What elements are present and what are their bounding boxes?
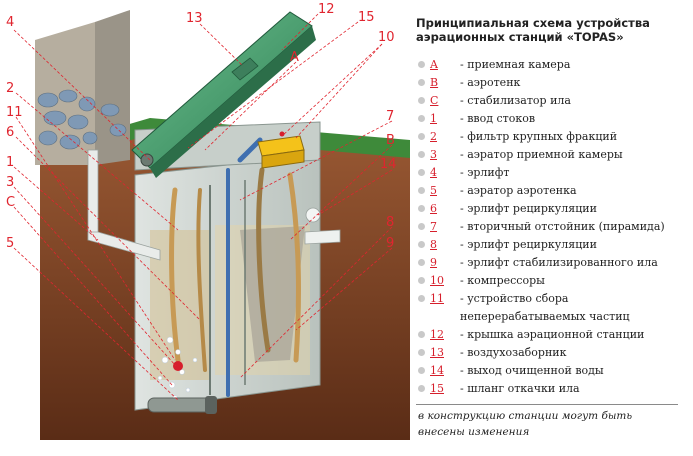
legend-key: A xyxy=(430,58,438,71)
bullet-icon xyxy=(418,259,425,266)
legend-label: - приемная камера xyxy=(460,58,571,71)
legend-label: - стабилизатор ила xyxy=(460,94,571,107)
legend-key: 14 xyxy=(430,364,444,377)
topas-diagram: 4 13 12 15 10 A 2 11 6 7 B 1 14 3 C 8 9 … xyxy=(6,2,410,440)
bullet-icon xyxy=(418,97,425,104)
aerator-marker xyxy=(173,361,183,371)
bullet-icon xyxy=(418,205,425,212)
legend-label: - крышка аэрационной станции xyxy=(460,328,645,341)
legend-key: 4 xyxy=(430,166,437,179)
legend-label: - выход очищенной воды xyxy=(460,364,604,377)
compressors xyxy=(257,131,305,169)
callout-2: 2 xyxy=(6,81,14,96)
title-line-1: Принципиальная схема устройства xyxy=(416,16,650,30)
callout-12: 12 xyxy=(318,2,335,17)
legend-label: - шланг откачки ила xyxy=(460,382,580,395)
legend-key: 8 xyxy=(430,238,437,251)
bullet-icon xyxy=(418,331,425,338)
legend-key: 10 xyxy=(430,274,444,287)
bullet-icon xyxy=(418,61,425,68)
bullet-icon xyxy=(418,115,425,122)
legend-label: - эрлифт рециркуляции xyxy=(460,202,597,215)
legend-key: 11 xyxy=(430,292,444,305)
legend-label: - фильтр крупных фракций xyxy=(460,130,618,143)
legend-label: - аэратор приемной камеры xyxy=(460,148,623,161)
callout-13: 13 xyxy=(186,11,203,26)
legend-label: - ввод стоков xyxy=(460,112,536,125)
bullet-icon xyxy=(418,277,425,284)
bullet-icon xyxy=(418,187,425,194)
outlet-pipe xyxy=(304,207,341,245)
legend-label: - эрлифт рециркуляции xyxy=(460,238,597,251)
title-line-2: аэрационных станций «TOPAS» xyxy=(416,30,624,44)
callout-labels: 4 13 12 15 10 A 2 11 6 7 B 1 14 3 C 8 9 … xyxy=(6,2,397,251)
legend-key: 7 xyxy=(430,220,437,233)
legend-key: 5 xyxy=(430,184,437,197)
legend-key: 3 xyxy=(430,148,437,161)
note-line-1: в конструкцию станции могут быть xyxy=(418,410,633,422)
legend-label: - эрлифт xyxy=(460,166,510,179)
disclaimer-note: в конструкцию станции могут быть внесены… xyxy=(418,408,668,440)
legend-label: - компрессоры xyxy=(460,274,545,287)
callout-lines xyxy=(13,13,393,401)
legend-key: 1 xyxy=(430,112,437,125)
callout-8: 8 xyxy=(386,215,394,230)
bullet-icon xyxy=(418,349,425,356)
legend-label: - эрлифт стабилизированного ила xyxy=(460,256,658,269)
callout-10: 10 xyxy=(378,30,395,45)
callout-4: 4 xyxy=(6,15,14,30)
legend-label-continuation: неперерабатываемых частиц xyxy=(460,310,630,323)
bullet-icon xyxy=(418,151,425,158)
legend-label: - аэротенк xyxy=(460,76,521,89)
bullet-icon xyxy=(418,295,425,302)
legend-key: 9 xyxy=(430,256,437,269)
bullet-icon xyxy=(418,133,425,140)
callout-14: 14 xyxy=(380,157,397,172)
house-wall xyxy=(35,10,130,165)
legend-label: - устройство сбора xyxy=(460,292,569,305)
note-line-2: внесены изменения xyxy=(418,426,530,438)
bullet-icon xyxy=(418,241,425,248)
legend-key: 6 xyxy=(430,202,437,215)
diagram-title: Принципиальная схема устройства аэрацион… xyxy=(416,16,691,44)
callout-B: B xyxy=(386,133,395,148)
legend-key: 13 xyxy=(430,346,444,359)
divider xyxy=(416,404,678,405)
callout-11: 11 xyxy=(6,105,23,120)
callout-1: 1 xyxy=(6,155,14,170)
legend-label: - вторичный отстойник (пирамида) xyxy=(460,220,665,233)
bullet-icon xyxy=(418,223,425,230)
callout-C: C xyxy=(6,195,15,210)
bullet-icon xyxy=(418,385,425,392)
airlift-pipes xyxy=(169,137,301,397)
callout-6: 6 xyxy=(6,125,14,140)
legend-label: - воздухозаборник xyxy=(460,346,567,359)
callout-9: 9 xyxy=(386,236,394,251)
bullet-icon xyxy=(418,169,425,176)
legend-panel: Принципиальная схема устройства аэрацион… xyxy=(410,0,693,456)
callout-3: 3 xyxy=(6,175,14,190)
legend-key: 15 xyxy=(430,382,444,395)
bottom-aerator xyxy=(147,396,217,414)
station-lid xyxy=(131,11,316,178)
legend-label: - аэратор аэротенка xyxy=(460,184,577,197)
callout-7: 7 xyxy=(386,109,394,124)
callout-5: 5 xyxy=(6,236,14,251)
legend-key: 12 xyxy=(430,328,444,341)
legend-key: C xyxy=(430,94,439,107)
bullet-icon xyxy=(418,367,425,374)
bullet-icon xyxy=(418,79,425,86)
legend-key: 2 xyxy=(430,130,437,143)
callout-15: 15 xyxy=(358,10,375,25)
callout-A: A xyxy=(290,50,299,65)
legend-key: B xyxy=(430,76,439,89)
inlet-pipe xyxy=(87,149,161,261)
